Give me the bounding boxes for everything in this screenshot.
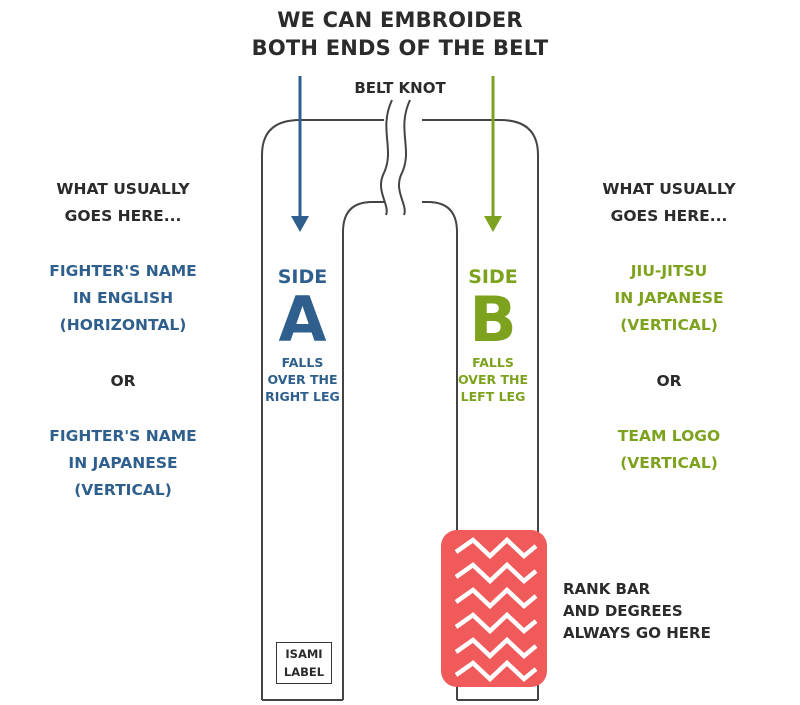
side-a-note: FALLS OVER THE RIGHT LEG [262,354,343,405]
side-a-note-line-3: RIGHT LEG [265,389,340,404]
right-option-1-line-3: (VERTICAL) [620,316,718,334]
side-a-letter: A [278,283,327,356]
left-option-1-line-2: IN ENGLISH [72,289,174,307]
knot-wave-right [398,99,411,216]
right-or: OR [656,372,682,390]
left-heading-line-2: GOES HERE... [64,207,182,225]
side-a-note-line-1: FALLS [281,355,324,370]
side-b-arrow-head [484,216,502,232]
side-b-note-line-2: OVER THE [457,372,528,387]
side-a-block: SIDE A FALLS OVER THE RIGHT LEG [262,266,343,405]
side-b-word: SIDE [468,266,518,288]
right-option-1-line-1: JIU-JITSU [630,262,708,280]
belt-outline-inner [342,201,458,700]
side-b-note-line-1: FALLS [472,355,514,370]
rank-bar-label-line-2: AND DEGREES [563,602,683,620]
rank-bar-label-line-3: ALWAYS GO HERE [563,624,711,642]
page-title: WE CAN EMBROIDER BOTH ENDS OF THE BELT [200,6,600,62]
isami-label-box: ISAMI LABEL [276,642,332,684]
title-line-1: WE CAN EMBROIDER [277,8,523,32]
right-option-1-line-2: IN JAPANESE [614,289,724,307]
left-option-1: FIGHTER'S NAME IN ENGLISH (HORIZONTAL) [20,258,226,339]
left-option-2-line-1: FIGHTER'S NAME [49,427,197,445]
right-option-1: JIU-JITSU IN JAPANESE (VERTICAL) [566,258,772,339]
right-heading-line-1: WHAT USUALLY [602,180,736,198]
left-or: OR [110,372,136,390]
right-option-2: TEAM LOGO (VERTICAL) [566,423,772,477]
left-option-1-line-3: (HORIZONTAL) [59,316,187,334]
side-b-note: FALLS OVER THE LEFT LEG [447,354,539,405]
side-a-word: SIDE [277,266,328,288]
side-a-arrow-head [291,216,309,232]
rank-bar-label-line-1: RANK BAR [563,580,651,598]
side-b-letter: B [469,283,517,356]
left-option-1-line-1: FIGHTER'S NAME [49,262,197,280]
belt-knot-label: BELT KNOT [354,79,446,97]
left-heading: WHAT USUALLY GOES HERE... [20,176,226,230]
rank-bar-label: RANK BAR AND DEGREES ALWAYS GO HERE [563,578,711,644]
right-option-2-line-1: TEAM LOGO [617,427,721,445]
rank-bar-zigzags [454,536,538,683]
title-line-2: BOTH ENDS OF THE BELT [251,36,549,60]
right-heading: WHAT USUALLY GOES HERE... [566,176,772,230]
right-option-2-line-2: (VERTICAL) [620,454,718,472]
left-option-2: FIGHTER'S NAME IN JAPANESE (VERTICAL) [20,423,226,504]
isami-label-line-2: LABEL [283,665,325,679]
left-option-2-line-3: (VERTICAL) [74,481,172,499]
isami-label-line-1: ISAMI [285,647,323,661]
side-b-note-line-3: LEFT LEG [460,389,526,404]
side-a-note-line-2: OVER THE [267,372,338,387]
right-heading-line-2: GOES HERE... [610,207,728,225]
side-b-block: SIDE B FALLS OVER THE LEFT LEG [447,266,539,405]
left-option-2-line-2: IN JAPANESE [68,454,178,472]
left-heading-line-1: WHAT USUALLY [56,180,190,198]
knot-wave-left [380,99,393,216]
